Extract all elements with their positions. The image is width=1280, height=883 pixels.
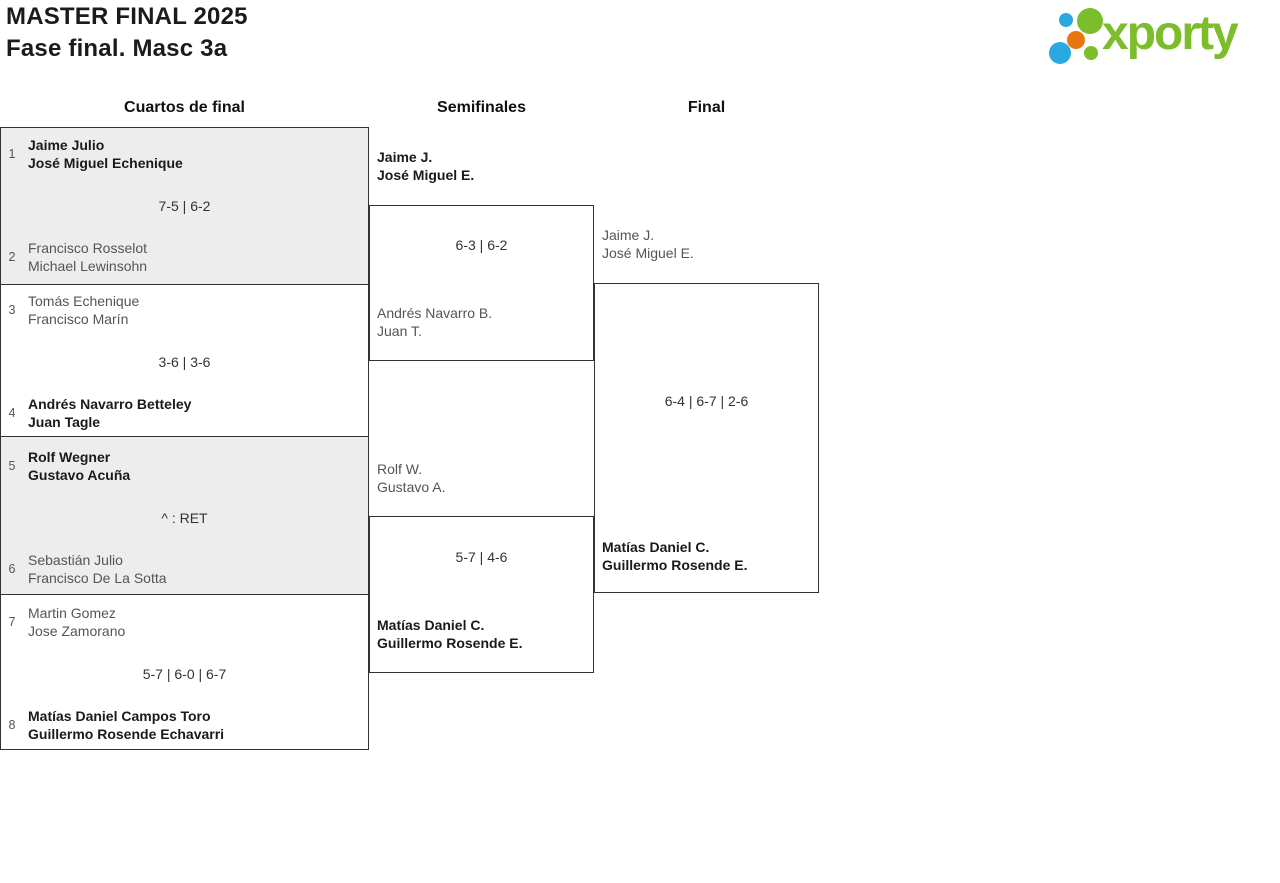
match-score: 3-6 | 3-6 — [158, 354, 211, 370]
tournament-title: MASTER FINAL 2025 — [6, 3, 248, 30]
team-name-line: Guillermo Rosende Echavarri — [28, 726, 225, 742]
team-name-line: Juan T. — [377, 323, 422, 339]
match-score: ^ : RET — [161, 510, 208, 526]
team-pair: Rolf W. Gustavo A. — [377, 460, 445, 496]
team-name-line: Michael Lewinsohn — [28, 258, 148, 274]
xporty-logo-wordmark: xporty — [1102, 7, 1239, 60]
team-name-line: Andrés Navarro B. — [377, 305, 493, 321]
round-header-cuartos-de-final: Cuartos de final — [124, 99, 245, 116]
round-header-final: Final — [687, 99, 726, 116]
team-name-line: Andrés Navarro Betteley — [28, 396, 192, 412]
team-name-line: Juan Tagle — [28, 414, 101, 430]
team-pair: Andrés Navarro Betteley Juan Tagle — [28, 395, 191, 431]
team-name-line: Martin Gomez — [28, 605, 116, 621]
match-score: 5-7 | 4-6 — [455, 549, 508, 565]
team-pair: Francisco Rosselot Michael Lewinsohn — [28, 239, 147, 275]
team-name-line: Gustavo Acuña — [28, 467, 131, 483]
team-name-line: Rolf Wegner — [28, 449, 111, 465]
logo-dot-icon — [1067, 31, 1085, 49]
match-box-qf-1[interactable] — [0, 127, 369, 285]
team-pair: Jaime Julio José Miguel Echenique — [28, 136, 183, 172]
team-name-line: José Miguel E. — [602, 245, 694, 261]
team-name-line: Jaime Julio — [28, 137, 105, 153]
team-name-line: Matías Daniel C. — [377, 617, 485, 633]
seed-number: 8 — [8, 718, 16, 732]
team-name-line: Guillermo Rosende E. — [377, 635, 523, 651]
logo-dot-icon — [1059, 13, 1073, 27]
team-pair: Matías Daniel C. Guillermo Rosende E. — [602, 538, 747, 574]
seed-number: 6 — [8, 562, 16, 576]
team-name-line: Rolf W. — [377, 461, 423, 477]
team-name-line: Francisco Marín — [28, 311, 129, 327]
match-box-sf-2[interactable] — [369, 516, 594, 673]
round-header-semifinales: Semifinales — [437, 99, 526, 116]
team-pair: Matías Daniel Campos Toro Guillermo Rose… — [28, 707, 224, 743]
match-box-qf-4[interactable] — [0, 594, 369, 750]
team-pair: Sebastián Julio Francisco De La Sotta — [28, 551, 167, 587]
seed-number: 1 — [8, 147, 16, 161]
team-pair: Rolf Wegner Gustavo Acuña — [28, 448, 130, 484]
xporty-logo[interactable]: xporty — [1045, 0, 1275, 75]
tournament-stage: Fase final. Masc 3a — [6, 35, 228, 62]
header-title-block: MASTER FINAL 2025 Fase final. Masc 3a — [6, 1, 248, 65]
team-name-line: José Miguel E. — [377, 167, 475, 183]
match-score: 5-7 | 6-0 | 6-7 — [142, 666, 227, 682]
team-name-line: Gustavo A. — [377, 479, 446, 495]
team-pair: Tomás Echenique Francisco Marín — [28, 292, 139, 328]
team-name-line: Jaime J. — [377, 149, 433, 165]
team-name-line: Francisco Rosselot — [28, 240, 148, 256]
team-name-line: Matías Daniel Campos Toro — [28, 708, 211, 724]
seed-number: 3 — [8, 303, 16, 317]
team-pair: Matías Daniel C. Guillermo Rosende E. — [377, 616, 522, 652]
match-score: 6-4 | 6-7 | 2-6 — [664, 393, 749, 409]
logo-dot-icon — [1077, 8, 1103, 34]
seed-number: 5 — [8, 459, 16, 473]
team-pair: Jaime J. José Miguel E. — [602, 226, 694, 262]
seed-number: 2 — [8, 250, 16, 264]
team-name-line: Francisco De La Sotta — [28, 570, 167, 586]
match-box-qf-2[interactable] — [0, 284, 369, 437]
team-name-line: Guillermo Rosende E. — [602, 557, 748, 573]
logo-dot-icon — [1084, 46, 1098, 60]
team-pair: Andrés Navarro B. Juan T. — [377, 304, 492, 340]
team-pair: Jaime J. José Miguel E. — [377, 148, 474, 184]
team-name-line: Jaime J. — [602, 227, 655, 243]
team-name-line: Jose Zamorano — [28, 623, 126, 639]
team-name-line: Tomás Echenique — [28, 293, 140, 309]
team-name-line: Sebastián Julio — [28, 552, 123, 568]
match-score: 6-3 | 6-2 — [455, 237, 508, 253]
seed-number: 7 — [8, 615, 16, 629]
team-name-line: José Miguel Echenique — [28, 155, 183, 171]
team-pair: Martin Gomez Jose Zamorano — [28, 604, 125, 640]
match-box-final[interactable] — [594, 283, 819, 593]
match-score: 7-5 | 6-2 — [158, 198, 211, 214]
team-name-line: Matías Daniel C. — [602, 539, 710, 555]
match-box-sf-1[interactable] — [369, 205, 594, 361]
seed-number: 4 — [8, 406, 16, 420]
logo-dot-icon — [1049, 42, 1071, 64]
